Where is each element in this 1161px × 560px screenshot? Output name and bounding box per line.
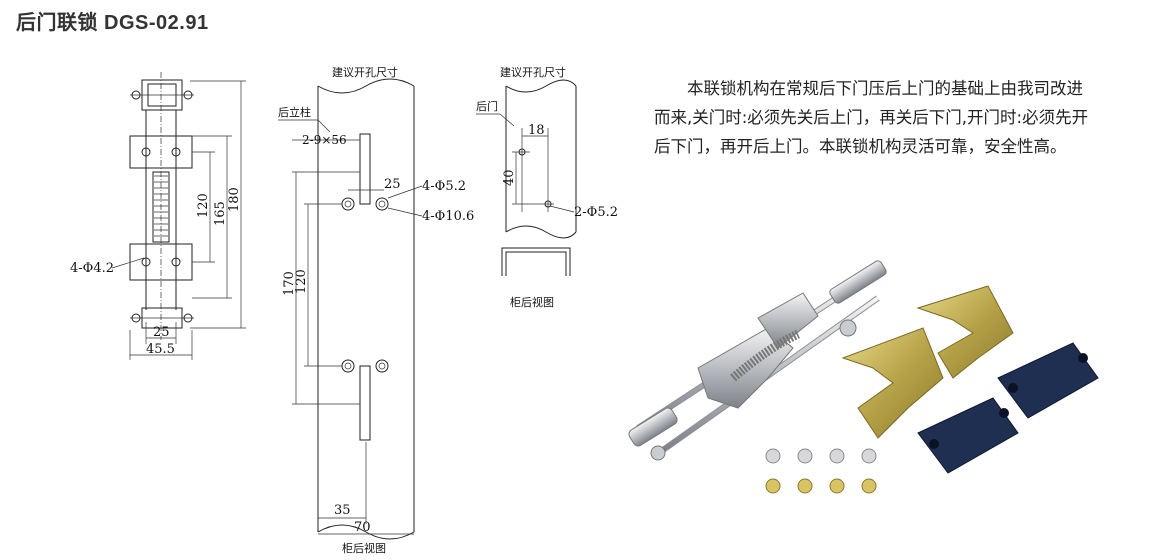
switch-blocks bbox=[917, 342, 1099, 474]
drawing3-footer: 柜后视图 bbox=[510, 295, 554, 309]
product-photo bbox=[628, 260, 1099, 494]
dim-25: 25 bbox=[153, 325, 170, 340]
slot-label: 2-9×56 bbox=[302, 133, 347, 147]
page-title: 后门联锁 DGS-02.91 bbox=[16, 12, 209, 34]
dim-170: 170 bbox=[282, 271, 297, 296]
fastener-set bbox=[765, 448, 877, 494]
drawing2-header: 建议开孔尺寸 bbox=[332, 65, 398, 79]
dim-120: 120 bbox=[294, 269, 309, 294]
hole-large-label: 4-Φ10.6 bbox=[422, 209, 474, 224]
dim-40: 40 bbox=[502, 169, 517, 186]
dim-180: 180 bbox=[227, 187, 242, 212]
brass-plates bbox=[841, 285, 1014, 439]
interlock-front-drawing: 120 165 180 4-Φ4.2 25 45.5 bbox=[70, 72, 246, 360]
post-cutout-drawing: 建议开孔尺寸 后立柱 2-9×56 25 4-Φ5.2 4-Φ10.6 170 … bbox=[278, 65, 474, 555]
hole-label-4-4-2: 4-Φ4.2 bbox=[70, 261, 114, 276]
hole-small-label: 4-Φ5.2 bbox=[422, 179, 466, 194]
dim-25: 25 bbox=[384, 177, 401, 192]
post-label: 后立柱 bbox=[278, 105, 311, 119]
dim-45-5: 45.5 bbox=[146, 342, 175, 357]
drawing3-header: 建议开孔尺寸 bbox=[500, 65, 566, 79]
dim-120: 120 bbox=[196, 193, 211, 218]
dim-35: 35 bbox=[334, 503, 351, 518]
product-description: 本联锁机构在常规后下门压后上门的基础上由我司改进而来,关门时:必须先关后上门，再… bbox=[654, 79, 1089, 156]
door-label: 后门 bbox=[476, 99, 498, 113]
dim-18: 18 bbox=[528, 123, 545, 138]
door-cutout-drawing: 建议开孔尺寸 后门 18 40 2-Φ5.2 柜后视图 bbox=[476, 65, 618, 309]
dim-70: 70 bbox=[354, 520, 371, 535]
drawing2-footer: 柜后视图 bbox=[342, 541, 386, 555]
dim-165: 165 bbox=[213, 201, 228, 226]
door-hole-label: 2-Φ5.2 bbox=[574, 205, 618, 220]
interlock-mechanism bbox=[628, 260, 887, 461]
